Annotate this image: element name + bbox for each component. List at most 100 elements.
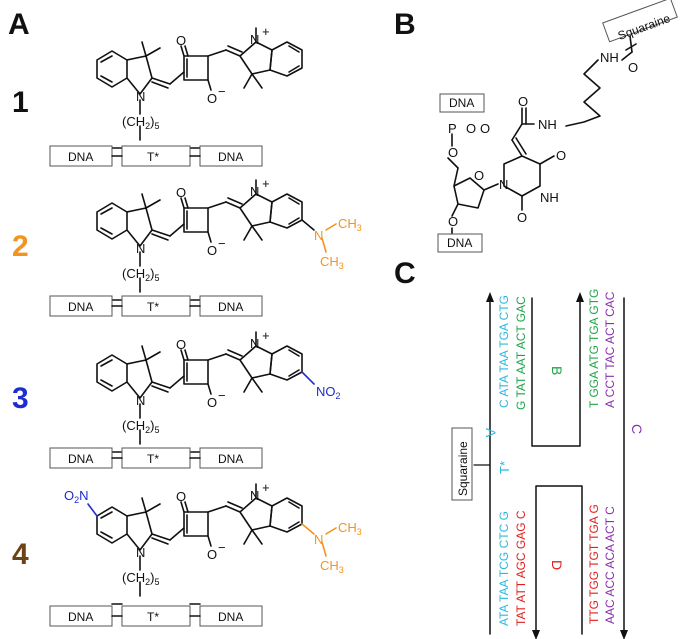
charge-plus: + xyxy=(262,328,270,343)
charge-minus: − xyxy=(218,540,226,555)
sequence-c-2: AAC ACC ACA ACT C xyxy=(603,506,617,624)
sequence-a-upper: C ATA TAA TGA CTG xyxy=(497,295,511,408)
nitro-label-left: O2N xyxy=(64,488,89,505)
modified-base-label: T* xyxy=(147,452,159,466)
sequence-c-1: A CCT TAC ACT CAC xyxy=(603,291,617,408)
oxygen-label: O xyxy=(176,33,186,48)
chain-label: (CH2)5 xyxy=(122,266,159,283)
oxygen-label: O xyxy=(207,395,217,410)
strand-label-d: D xyxy=(549,560,565,570)
phosphate-o: O xyxy=(448,145,458,160)
nitrogen-label: N xyxy=(250,336,259,351)
charge-minus: − xyxy=(218,388,226,403)
nitrogen-label: N xyxy=(136,241,145,256)
nitrogen-label: N xyxy=(250,184,259,199)
compound-number: 1 xyxy=(12,86,29,119)
compound-1: 1 xyxy=(12,24,303,167)
dye-scaffold xyxy=(96,179,337,301)
dna-box-label: DNA xyxy=(449,96,474,110)
phosphate-o: O xyxy=(466,121,476,136)
strand-label-a: A xyxy=(483,428,499,438)
modified-base-label: T* xyxy=(497,461,512,474)
sequence-a-lower: ATA TAA TCG CTC G xyxy=(497,511,511,626)
dye-scaffold xyxy=(96,331,315,453)
chain-label: (CH2)5 xyxy=(122,418,159,435)
chain-label: (CH2)5 xyxy=(122,570,159,587)
dna-box-label: DNA xyxy=(68,300,93,314)
panel-label-c: C xyxy=(394,257,416,290)
oxygen-label: O xyxy=(176,337,186,352)
arrow-up-icon xyxy=(576,292,584,302)
nitro-label: NO2 xyxy=(316,384,341,401)
oxygen-label: O xyxy=(207,243,217,258)
arrow-down-icon xyxy=(532,630,540,639)
base-o: O xyxy=(556,148,566,163)
sugar-3-o: O xyxy=(448,214,458,229)
nitrogen-label: N xyxy=(136,393,145,408)
dye-structures: 1 xyxy=(12,24,362,627)
dye-scaffold xyxy=(96,27,303,149)
dna-box-label: DNA xyxy=(68,150,93,164)
dna-box-label: DNA xyxy=(218,452,243,466)
base-n: N xyxy=(499,177,508,192)
compound-3: 3 xyxy=(12,328,341,469)
charge-plus: + xyxy=(262,24,270,39)
oxygen-label: O xyxy=(176,185,186,200)
dna-box-label: DNA xyxy=(218,300,243,314)
amide-n: NH xyxy=(538,117,557,132)
compound-2: 2 xyxy=(12,176,362,317)
arrow-up-icon xyxy=(486,292,494,302)
methyl-label: CH3 xyxy=(320,254,344,271)
charge-plus: + xyxy=(262,480,270,495)
modified-base-label: T* xyxy=(147,610,159,624)
dimethylamino-n: N xyxy=(314,532,323,547)
dna-box-label: DNA xyxy=(218,610,243,624)
compound-4: 4 xyxy=(12,480,362,627)
phosphate-o: O xyxy=(480,121,490,136)
dimethylamino-n: N xyxy=(314,228,323,243)
compound-number: 3 xyxy=(12,382,29,415)
sequence-b-2: T GGA ATG TGA GTG xyxy=(587,289,601,408)
phosphate-p: P xyxy=(448,121,457,136)
amide-o: O xyxy=(518,94,528,109)
strand-boxes: DNA T* DNA xyxy=(49,145,263,167)
nucleotide-structure: Squaraine NH O NH O O NH O N O O P O O xyxy=(437,0,678,253)
chain-label: (CH2)5 xyxy=(122,114,159,131)
compound-number: 4 xyxy=(12,538,29,571)
strand-boxes: DNA T* DNA xyxy=(49,295,263,317)
dye-scaffold xyxy=(87,483,337,605)
dna-box-label: DNA xyxy=(68,610,93,624)
modified-base-label: T* xyxy=(147,150,159,164)
nh-label: NH xyxy=(600,50,619,65)
oxygen-label: O xyxy=(207,547,217,562)
sequence-d-1: TAT ATT AGC GAG C xyxy=(514,510,528,626)
oxygen-label: O xyxy=(207,91,217,106)
methyl-label: CH3 xyxy=(338,520,362,537)
strand-label-c: C xyxy=(629,424,645,434)
strand-label-b: B xyxy=(549,366,565,375)
dna-box-label: DNA xyxy=(218,150,243,164)
compound-number: 2 xyxy=(12,230,29,263)
strand-boxes: DNA T* DNA xyxy=(49,447,263,469)
sugar-o: O xyxy=(474,168,484,183)
charge-minus: − xyxy=(218,236,226,251)
linker-carbonyl-o: O xyxy=(628,60,638,75)
squaraine-box-label: Squaraine xyxy=(456,441,470,496)
sequence-d-2: TTG TGG TGT TGA G xyxy=(587,504,601,624)
nitrogen-label: N xyxy=(250,32,259,47)
base-o: O xyxy=(517,210,527,225)
nitrogen-label: N xyxy=(136,89,145,104)
panel-label-a: A xyxy=(8,8,30,41)
dna-box-label: DNA xyxy=(68,452,93,466)
strand-diagram: Squaraine A B C D T* C ATA TAA TGA CTG A… xyxy=(451,289,645,639)
methyl-label: CH3 xyxy=(338,216,362,233)
modified-base-label: T* xyxy=(147,300,159,314)
arrow-down-icon xyxy=(620,630,628,639)
oxygen-label: O xyxy=(176,489,186,504)
charge-plus: + xyxy=(262,176,270,191)
dna-box-label: DNA xyxy=(447,236,472,250)
strand-boxes: DNA T* DNA xyxy=(49,605,263,627)
base-nh: NH xyxy=(540,190,559,205)
nitrogen-label: N xyxy=(136,545,145,560)
